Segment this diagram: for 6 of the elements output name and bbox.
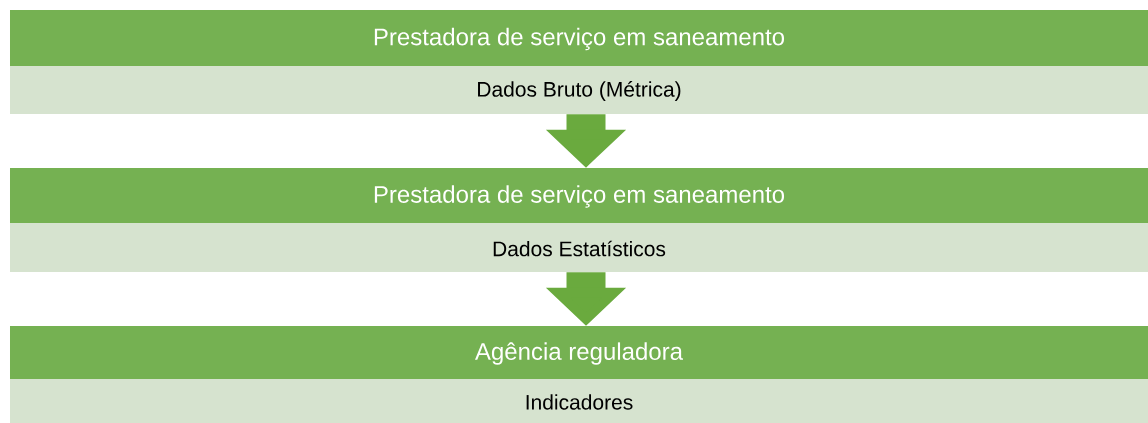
process-block: Prestadora de serviço em saneamento Dados Bruto (Métrica) [10, 10, 1148, 114]
node-label: Indicadores [526, 394, 633, 410]
process-block: Agência reguladora Indicadores [10, 326, 1148, 423]
node-label: Dados Estatísticos [493, 240, 666, 257]
process-block: Prestadora de serviço em saneamento Dados Estatísticos [10, 168, 1148, 272]
node-label: Dados Bruto (Métrica) [478, 81, 681, 101]
